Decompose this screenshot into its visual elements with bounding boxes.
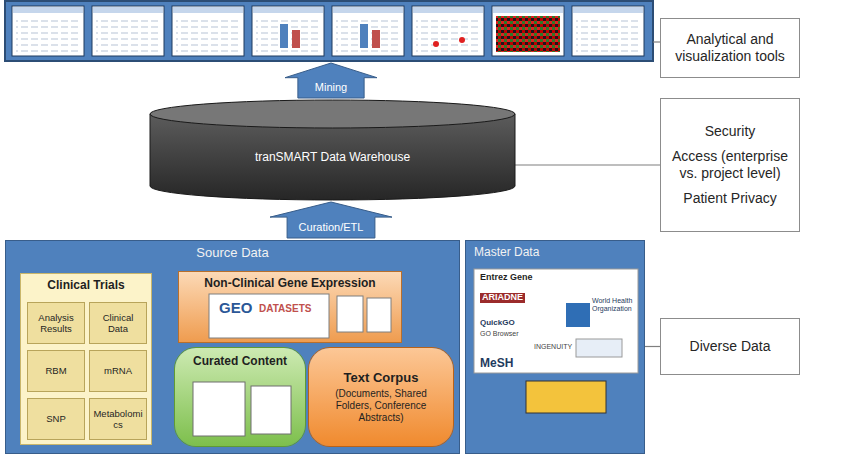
node-title: Source Data xyxy=(196,245,268,261)
logo-label: ARIADNE xyxy=(480,293,525,303)
screenshot-thumb xyxy=(412,6,484,56)
curated-box: Curated Content xyxy=(174,347,306,447)
callout-box: Analytical and visualization tools xyxy=(660,18,800,78)
data-cell: Metabolomics xyxy=(89,398,147,440)
logo-label: World Health Organization xyxy=(592,297,636,312)
screenshot-thumb xyxy=(12,6,84,56)
node-title: Analytical and visualization tools xyxy=(667,31,793,65)
logo-label: MeSH xyxy=(480,357,513,370)
logo-label: Entrez Gene xyxy=(480,273,533,283)
node-title: Clinical Trials xyxy=(47,278,124,292)
callout-box: Diverse Data xyxy=(660,318,800,375)
callout-box: SecurityAccess (enterprise vs. project l… xyxy=(660,98,800,232)
screenshot-thumb xyxy=(252,6,324,56)
source-panel: Source DataClinical TrialsAnalysis Resul… xyxy=(5,240,460,454)
screenshot-thumb xyxy=(492,6,564,56)
data-cell: Clinical Data xyxy=(89,302,147,344)
screenshot-thumb xyxy=(572,6,644,56)
node-title: Curation/ETL xyxy=(299,221,364,234)
logo-label: QuickGO xyxy=(480,319,515,328)
node-title: Mining xyxy=(315,81,347,94)
leader-line xyxy=(515,164,660,165)
node-title: Security xyxy=(705,123,756,140)
process-arrow: Curation/ETL xyxy=(270,202,392,238)
node-text: Patient Privacy xyxy=(683,190,776,207)
logo-label: GO Browser xyxy=(480,330,519,338)
master-panel: Master DataEntrez GeneARIADNE World Healt… xyxy=(465,240,645,454)
node-title: Master Data xyxy=(474,245,539,259)
node-title: Curated Content xyxy=(193,354,287,368)
node-title: Metabolomics xyxy=(92,408,144,431)
node-title: RBM xyxy=(45,365,66,376)
data-cell: Analysis Results xyxy=(27,302,85,344)
node-title: Diverse Data xyxy=(690,338,771,355)
node-title: Text Corpus xyxy=(344,370,419,386)
logo-label: INGENUITY xyxy=(534,343,572,351)
node-title: Analysis Results xyxy=(30,312,82,335)
clinical-box: Clinical TrialsAnalysis Results Clinical … xyxy=(20,273,152,445)
node-title: Clinical Data xyxy=(92,312,144,335)
node-title: Non-Clinical Gene Expression xyxy=(204,276,375,290)
data-cell: SNP xyxy=(27,398,85,440)
node-title: SNP xyxy=(46,413,66,424)
node-title: mRNA xyxy=(104,365,132,376)
screenshot-thumb xyxy=(172,6,244,56)
warehouse-cylinder: tranSMART Data Warehouse xyxy=(150,100,515,200)
screenshot-thumb xyxy=(332,6,404,56)
logo-label: DATASETS xyxy=(259,303,311,314)
process-arrow: Mining xyxy=(285,63,377,98)
node-title: tranSMART Data Warehouse xyxy=(255,150,410,164)
leader-line xyxy=(645,346,660,347)
screenshot-thumb xyxy=(92,6,164,56)
data-cell: RBM xyxy=(27,350,85,392)
node-text: Access (enterprise vs. project level) xyxy=(667,148,793,182)
data-cell: mRNA xyxy=(89,350,147,392)
gene-expression-box: Non-Clinical Gene ExpressionGEO DATASETS xyxy=(178,271,402,343)
node-text: (Documents, Shared Folders, Conference A… xyxy=(317,388,445,424)
logo-label: GEO xyxy=(219,300,252,317)
corpus-box: Text Corpus (Documents, Shared Folders, C… xyxy=(308,347,454,447)
